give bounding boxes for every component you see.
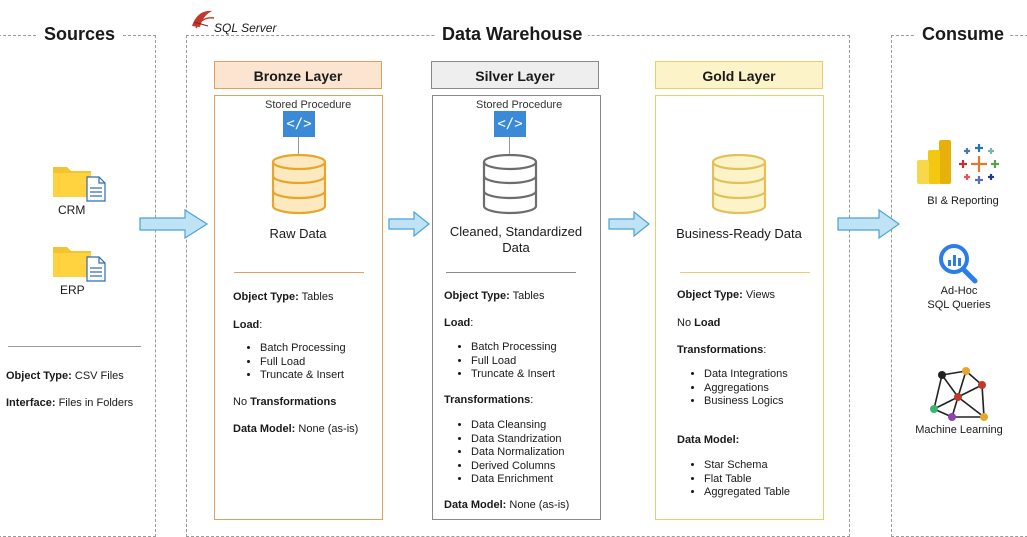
gold-layer-box — [655, 95, 824, 520]
crm-label: CRM — [58, 203, 86, 217]
bronze-load-heading: Load: — [233, 319, 263, 331]
arrow-bronze-to-silver-icon — [388, 211, 430, 237]
sql-server-label: SQL Server — [214, 21, 277, 35]
bronze-database-icon — [271, 154, 327, 215]
sources-interface: Interface: Files in Folders — [6, 397, 134, 409]
erp-label: ERP — [60, 283, 85, 297]
sources-divider — [8, 346, 141, 347]
silver-load-heading: Load: — [444, 317, 474, 329]
sources-object-type: Object Type: CSV Files — [6, 370, 124, 382]
power-bi-icon — [917, 140, 951, 184]
list-item: Data Normalization — [471, 446, 565, 460]
gold-transformations-list: Data Integrations Aggregations Business … — [690, 368, 788, 409]
silver-layer-header: Silver Layer — [431, 61, 599, 89]
consume-title: Consume — [916, 23, 1011, 45]
gold-database-icon — [711, 154, 767, 215]
sql-server-logo-icon — [192, 10, 215, 29]
bronze-load-list: Batch Processing Full Load Truncate & In… — [246, 342, 346, 383]
adhoc-queries-label: Ad-Hoc SQL Queries — [927, 285, 991, 311]
machine-learning-label: Machine Learning — [915, 424, 1003, 436]
list-item: Derived Columns — [471, 460, 565, 474]
warehouse-title: Data Warehouse — [436, 23, 589, 45]
list-item: Full Load — [260, 356, 346, 370]
bronze-procedure-connector — [298, 137, 299, 155]
list-item: Business Logics — [704, 395, 788, 409]
gold-layer-header: Gold Layer — [655, 61, 823, 89]
list-item: Data Cleansing — [471, 419, 565, 433]
silver-procedure-connector — [509, 137, 510, 155]
list-item: Aggregated Table — [704, 486, 790, 500]
gold-data-label: Business-Ready Data — [676, 226, 802, 241]
bronze-layer-box — [214, 95, 383, 520]
list-item: Data Integrations — [704, 368, 788, 382]
list-item: Truncate & Insert — [260, 369, 346, 383]
silver-code-icon: </> — [494, 111, 526, 137]
bronze-data-model: Data Model: None (as-is) — [233, 423, 359, 435]
silver-data-label: Cleaned, Standardized Data — [449, 224, 583, 255]
bronze-object-type: Object Type: Tables — [233, 291, 334, 303]
list-item: Full Load — [471, 355, 557, 369]
silver-transformations-list: Data Cleansing Data Standrization Data N… — [457, 419, 565, 487]
silver-object-type: Object Type: Tables — [444, 290, 545, 302]
bronze-code-icon: </> — [283, 111, 315, 137]
gold-data-model-list: Star Schema Flat Table Aggregated Table — [690, 459, 790, 500]
silver-divider — [446, 272, 576, 273]
list-item: Star Schema — [704, 459, 790, 473]
arrow-sources-to-bronze-icon — [139, 209, 209, 239]
list-item: Aggregations — [704, 382, 788, 396]
bi-reporting-label: BI & Reporting — [927, 195, 999, 207]
bronze-data-label: Raw Data — [269, 226, 327, 241]
gold-object-type: Object Type: Views — [677, 289, 776, 301]
crm-folder-icon — [53, 167, 106, 202]
gold-data-model-heading: Data Model: — [677, 434, 740, 446]
silver-load-list: Batch Processing Full Load Truncate & In… — [457, 341, 557, 382]
bronze-stored-procedure-label: Stored Procedure — [265, 99, 352, 111]
list-item: Batch Processing — [260, 342, 346, 356]
list-item: Data Standrization — [471, 433, 565, 447]
erp-folder-icon — [53, 247, 106, 282]
gold-transformations-heading: Transformations: — [677, 344, 767, 356]
sources-title: Sources — [38, 23, 122, 45]
silver-transformations-heading: Transformations: — [444, 394, 534, 406]
tableau-icon — [959, 144, 999, 184]
gold-divider — [680, 272, 810, 273]
list-item: Data Enrichment — [471, 473, 565, 487]
list-item: Truncate & Insert — [471, 368, 557, 382]
silver-data-model: Data Model: None (as-is) — [444, 499, 570, 511]
arrow-gold-to-consume-icon — [837, 209, 901, 239]
silver-layer-box — [432, 95, 601, 520]
bronze-divider — [234, 272, 364, 273]
machine-learning-network-icon — [930, 367, 988, 421]
silver-stored-procedure-label: Stored Procedure — [476, 99, 563, 111]
bronze-transformations: No Transformations — [233, 396, 337, 408]
list-item: Batch Processing — [471, 341, 557, 355]
silver-database-icon — [482, 154, 538, 215]
arrow-silver-to-gold-icon — [608, 211, 650, 237]
bronze-layer-header: Bronze Layer — [214, 61, 382, 89]
gold-load: No Load — [677, 317, 721, 329]
list-item: Flat Table — [704, 473, 790, 487]
sql-query-search-icon — [939, 244, 978, 284]
